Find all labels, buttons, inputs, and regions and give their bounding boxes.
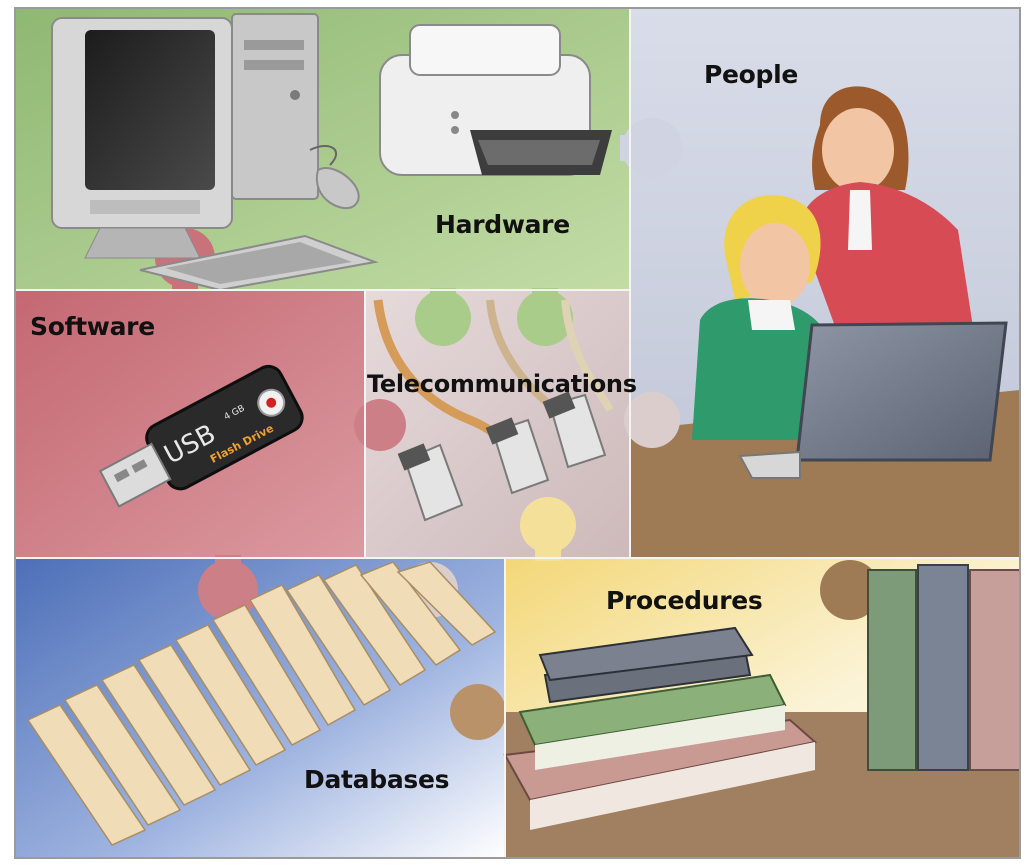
seated-woman-figure	[692, 195, 830, 440]
software-label: Software	[30, 312, 155, 341]
knob-people-bottom	[820, 560, 880, 620]
telecommunications-label: Telecommunications	[367, 370, 637, 398]
book-stack-icon	[503, 626, 818, 830]
laptop-icon	[738, 321, 1008, 479]
knob-hardware-right	[517, 290, 573, 346]
rj45-connector-1	[397, 443, 464, 522]
mouse-icon	[309, 145, 360, 210]
file-folders-icon	[26, 561, 497, 846]
rj45-connector-2	[485, 417, 550, 495]
panel-seams	[15, 8, 1020, 858]
printer-icon	[379, 24, 612, 176]
procedures-label: Procedures	[606, 586, 763, 615]
standing-woman-figure	[800, 86, 975, 340]
knob-telecom-right	[624, 392, 680, 448]
picture-frame	[14, 7, 1021, 859]
computer-tower-icon	[231, 13, 319, 200]
usb-flash-drive-icon: USB 4 GB Flash Drive	[98, 364, 304, 508]
rj45-connector-3	[542, 391, 607, 469]
knob-hardware-left	[415, 290, 471, 346]
network-cables-icon	[373, 299, 614, 522]
hardware-label: Hardware	[435, 210, 570, 239]
knob-software-bottom	[198, 560, 258, 620]
computer-monitor-icon	[51, 17, 233, 259]
knob-procedures	[520, 497, 576, 553]
bookshelf-books-icon	[867, 564, 1021, 771]
databases-label: Databases	[304, 765, 450, 794]
people-label: People	[704, 60, 799, 89]
keyboard-icon	[139, 234, 379, 292]
knob-people	[622, 118, 682, 178]
knob-procedures-left	[450, 684, 506, 740]
knob-software-right	[354, 399, 406, 451]
